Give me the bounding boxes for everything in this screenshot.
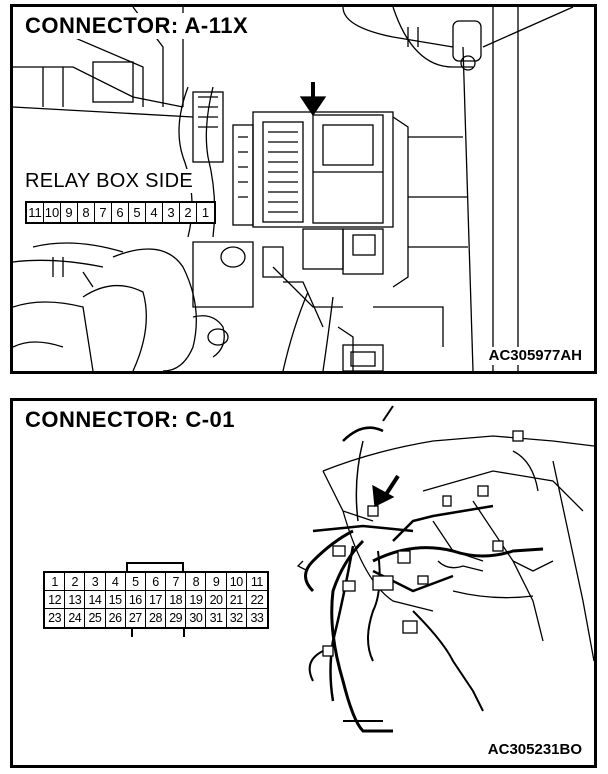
connector-a11x-panel: CONNECTOR: A-11X RELAY BOX SIDE 11 10 9 … bbox=[10, 4, 597, 374]
a11x-pin: 5 bbox=[129, 203, 146, 222]
c01-pin: 13 bbox=[65, 591, 86, 609]
a11x-pin: 4 bbox=[146, 203, 163, 222]
relay-box-side-label: RELAY BOX SIDE bbox=[23, 169, 195, 193]
c01-connector-latch bbox=[126, 562, 184, 571]
c01-pin-grid: 1 2 3 4 5 6 7 8 9 10 11 12 13 14 15 16 1… bbox=[43, 571, 269, 629]
a11x-pin: 10 bbox=[44, 203, 61, 222]
connector-c01-panel: CONNECTOR: C-01 1 2 3 4 5 6 7 8 9 10 11 … bbox=[10, 398, 597, 768]
c01-pin: 5 bbox=[125, 573, 146, 591]
c01-pin: 10 bbox=[226, 573, 247, 591]
connector-a11x-title: CONNECTOR: A-11X bbox=[23, 13, 255, 39]
c01-pin: 9 bbox=[206, 573, 227, 591]
c01-pin: 18 bbox=[166, 591, 187, 609]
a11x-pin: 7 bbox=[95, 203, 112, 222]
c01-pin: 27 bbox=[126, 609, 146, 627]
c01-pin: 26 bbox=[106, 609, 126, 627]
c01-guide-tick bbox=[183, 629, 185, 637]
c01-pin: 6 bbox=[145, 573, 167, 591]
c01-pin: 16 bbox=[125, 591, 146, 609]
c01-pin: 15 bbox=[105, 591, 126, 609]
figure-id-a: AC305977AH bbox=[486, 347, 584, 365]
c01-pin: 19 bbox=[186, 591, 207, 609]
figure-id-c: AC305231BO bbox=[485, 741, 584, 759]
c01-pin: 2 bbox=[65, 573, 86, 591]
c01-pin-face: 1 2 3 4 5 6 7 8 9 10 11 12 13 14 15 16 1… bbox=[43, 562, 269, 637]
c01-pin: 23 bbox=[45, 609, 66, 627]
c01-pin: 21 bbox=[226, 591, 247, 609]
c01-pin: 20 bbox=[206, 591, 227, 609]
a11x-pin: 3 bbox=[163, 203, 180, 222]
a11x-pin: 9 bbox=[61, 203, 78, 222]
c01-pin: 28 bbox=[146, 609, 167, 627]
connector-c01-title: CONNECTOR: C-01 bbox=[23, 407, 242, 433]
c01-pin: 33 bbox=[250, 611, 264, 625]
c01-pin: 17 bbox=[145, 591, 167, 609]
c01-pin: 7 bbox=[166, 573, 187, 591]
c01-pin: 1 bbox=[45, 573, 66, 591]
a11x-pin: 2 bbox=[180, 203, 197, 222]
c01-pin: 3 bbox=[85, 573, 106, 591]
dashboard-harness-illustration bbox=[296, 405, 594, 733]
c01-guide-tick bbox=[131, 629, 133, 637]
a11x-pin: 1 bbox=[201, 205, 210, 220]
c01-pin: 22 bbox=[246, 591, 267, 609]
a11x-pin: 8 bbox=[78, 203, 95, 222]
c01-pin: 11 bbox=[246, 573, 267, 591]
c01-pin: 8 bbox=[186, 573, 207, 591]
a11x-pin: 11 bbox=[27, 203, 44, 222]
c01-pin: 31 bbox=[206, 609, 227, 627]
c01-pin: 4 bbox=[105, 573, 126, 591]
a11x-pin-face: 11 10 9 8 7 6 5 4 3 2 1 bbox=[25, 201, 216, 224]
c01-pin: 12 bbox=[45, 591, 66, 609]
c01-pin: 14 bbox=[85, 591, 106, 609]
c01-pin: 32 bbox=[227, 609, 247, 627]
c01-pin: 29 bbox=[166, 609, 187, 627]
c01-pin: 24 bbox=[65, 609, 86, 627]
engine-bay-relay-box-illustration bbox=[13, 7, 574, 371]
a11x-pin: 6 bbox=[112, 203, 129, 222]
c01-pin: 30 bbox=[186, 609, 207, 627]
c01-pin: 25 bbox=[85, 609, 106, 627]
